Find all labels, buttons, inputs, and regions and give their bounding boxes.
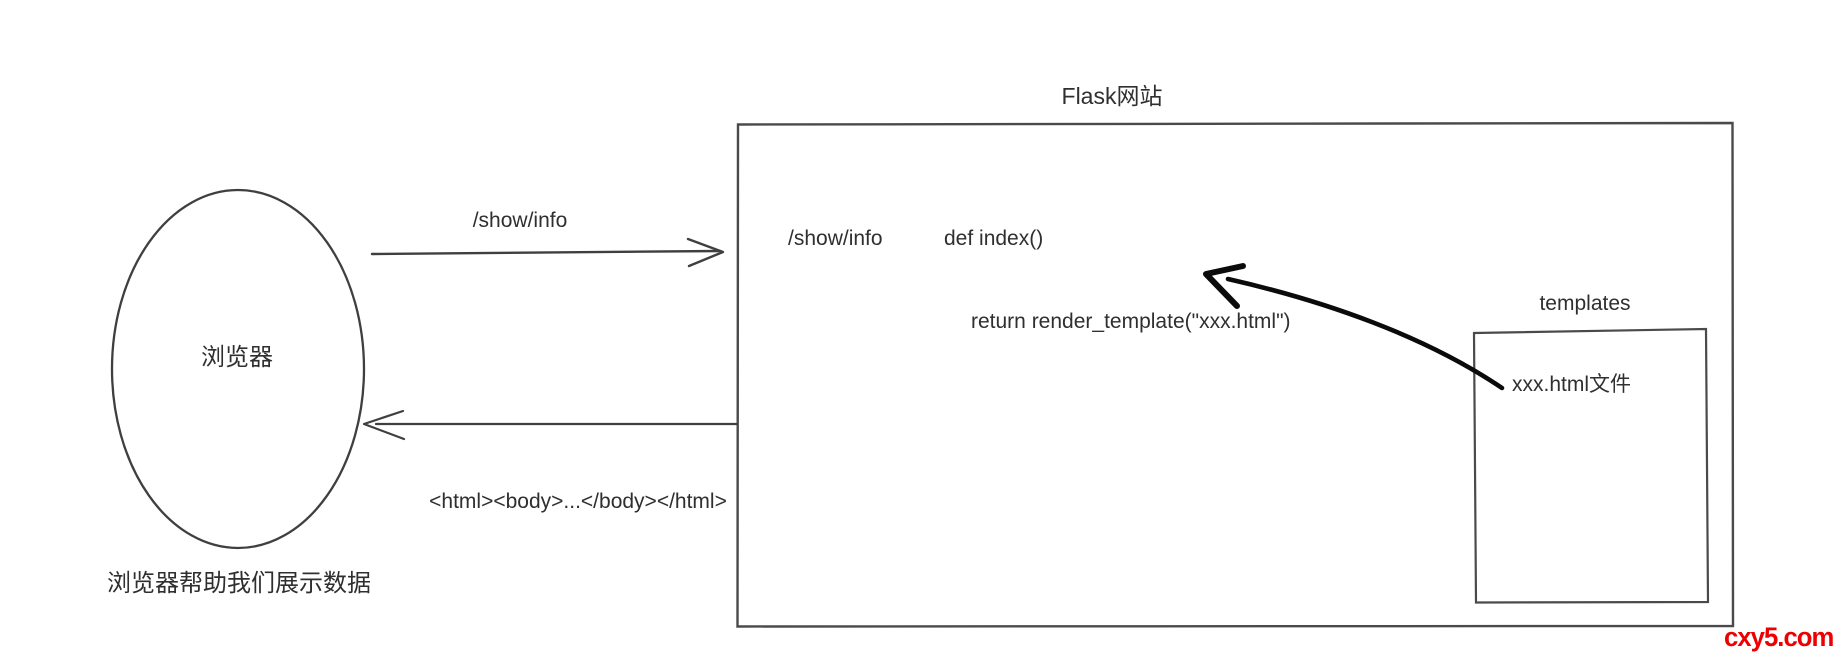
browser-ellipse	[110, 188, 366, 550]
request-arrow-label: /show/info	[472, 209, 568, 232]
flask-box-title: Flask网站	[1061, 83, 1163, 109]
templates-box	[1472, 327, 1710, 604]
flask-route-text: /show/info	[788, 227, 883, 250]
browser-caption: 浏览器帮助我们展示数据	[107, 570, 371, 597]
flask-box	[736, 121, 1735, 628]
request-arrow	[370, 237, 725, 268]
response-arrow-label: <html><body>...</body></html>	[429, 490, 727, 513]
templates-box-title: templates	[1539, 292, 1631, 315]
flask-handler-text: def index()	[944, 227, 1044, 250]
flask-return-statement: return render_template("xxx.html")	[971, 310, 1291, 333]
watermark-text: cxy5.com	[1724, 622, 1834, 652]
templates-file-label: xxx.html文件	[1512, 373, 1632, 396]
browser-label: 浏览器	[201, 344, 273, 371]
template-reference-arrow	[1203, 263, 1505, 391]
response-arrow	[362, 409, 739, 441]
